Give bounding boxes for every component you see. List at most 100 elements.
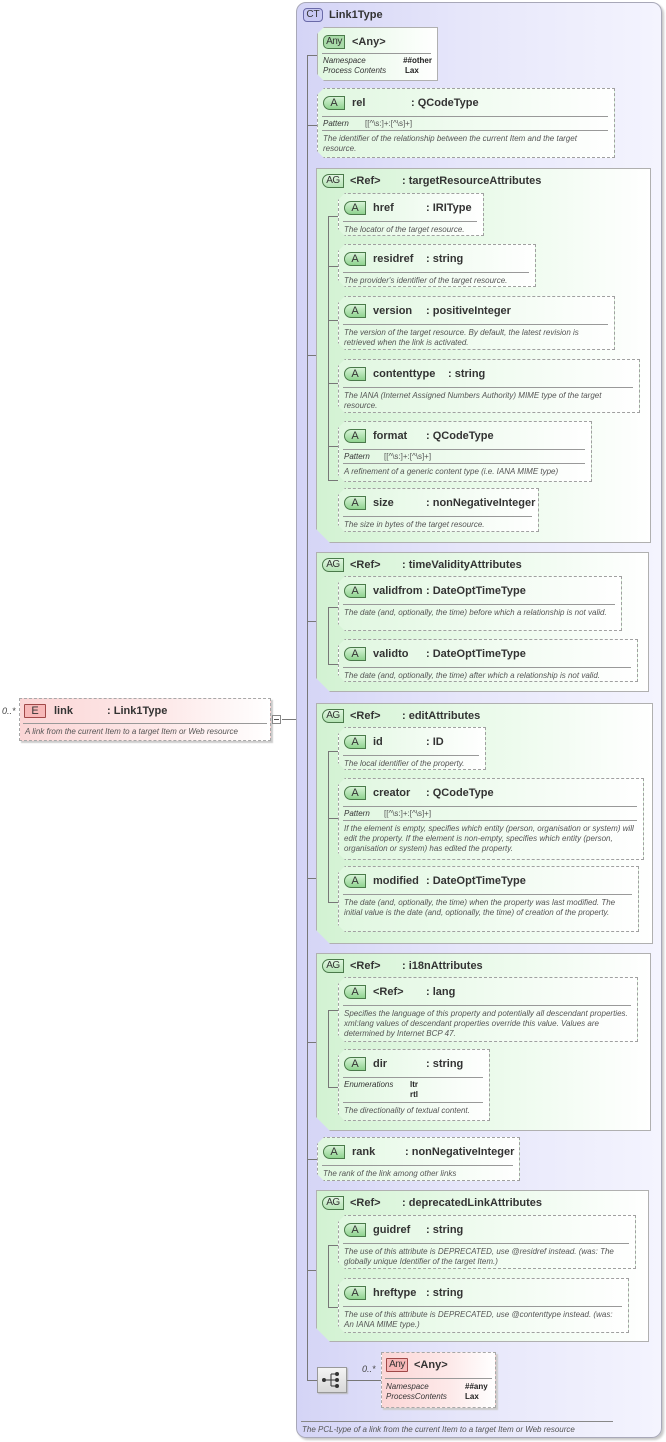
group-name: : timeValidityAttributes (402, 559, 522, 571)
sequence-compositor-icon[interactable] (317, 1367, 347, 1393)
attribute-group-badge-icon: AG (322, 558, 344, 572)
attribute-type: : string (426, 1058, 464, 1070)
element-documentation: A link from the current Item to a target… (25, 727, 238, 736)
attribute-name: id (373, 736, 383, 748)
connector-line (307, 55, 308, 1380)
any-attribute[interactable]: Any <Any> Namespace##other Process Conte… (317, 27, 438, 81)
element-badge-icon: E (24, 704, 46, 718)
attribute-badge-icon: A (323, 96, 345, 110)
any-badge-icon: Any (386, 1358, 408, 1372)
attribute-type: : string (448, 368, 486, 380)
divider (343, 820, 637, 821)
attribute-type: : IRIType (426, 202, 472, 214)
attribute-documentation: The local identifier of the property. (344, 759, 465, 768)
attribute-name: dir (373, 1058, 388, 1070)
attribute-badge-icon: A (323, 1145, 345, 1159)
attribute-rel[interactable]: A rel : QCodeType Pattern[[^\s:]+:[^\s]+… (317, 88, 615, 158)
pattern-label: Pattern (344, 452, 370, 461)
attribute-badge-icon: A (344, 1057, 366, 1071)
attribute-type: : DateOptTimeType (426, 875, 526, 887)
attribute-documentation: The provider's identifier of the target … (344, 276, 508, 285)
attribute-group-badge-icon: AG (322, 709, 344, 723)
attribute-documentation: The version of the target resource. By d… (344, 328, 579, 347)
attribute-name: creator (373, 787, 411, 799)
attribute-documentation: A refinement of a generic content type (… (344, 467, 559, 476)
attribute-documentation: The date (and, optionally, the time) whe… (344, 898, 616, 917)
connector-line (328, 216, 329, 480)
connector-line (328, 751, 329, 902)
process-contents-value: Lax (465, 1392, 479, 1401)
attribute-name: size (373, 497, 394, 509)
attribute-badge-icon: A (344, 584, 366, 598)
divider (343, 755, 479, 756)
attribute-type: : nonNegativeInteger (405, 1146, 515, 1158)
connector-line (328, 664, 338, 665)
divider (343, 324, 608, 325)
process-contents-label: Process Contents (323, 66, 387, 75)
connector-line (307, 1159, 319, 1160)
process-contents-value: Lax (405, 66, 419, 75)
divider (23, 723, 267, 724)
connector-line (328, 607, 338, 608)
divider (385, 1378, 492, 1379)
attribute-type: : nonNegativeInteger (426, 497, 536, 509)
attribute-badge-icon: A (344, 429, 366, 443)
attribute-documentation: The date (and, optionally, the time) bef… (344, 608, 607, 617)
attribute-name: hreftype (373, 1287, 417, 1299)
attribute-group-badge-icon: AG (322, 959, 344, 973)
pattern-label: Pattern (344, 809, 370, 818)
pattern-value: [[^\s:]+:[^\s]+] (365, 119, 413, 128)
connector-line (328, 1307, 338, 1308)
divider (343, 1005, 631, 1006)
attribute-badge-icon: A (344, 735, 366, 749)
connector-line (307, 355, 317, 356)
attribute-lang[interactable]: A<Ref>: lang Specifies the language of t… (338, 977, 638, 1042)
attribute-badge-icon: A (344, 874, 366, 888)
pattern-label: Pattern (323, 119, 349, 128)
divider (343, 463, 585, 464)
attribute-type: : lang (426, 986, 456, 998)
connector-line (328, 1087, 338, 1088)
attribute-documentation: The rank of the link among other links (323, 1169, 457, 1178)
attribute-documentation: The identifier of the relationship betwe… (323, 134, 577, 153)
connector-line (328, 266, 338, 267)
connector-line (328, 383, 338, 384)
divider (343, 1243, 629, 1244)
element-link[interactable]: E link : Link1Type A link from the curre… (19, 698, 271, 741)
any-element[interactable]: Any <Any> Namespace##any ProcessContents… (381, 1352, 496, 1408)
connector-line (328, 1245, 338, 1246)
pattern-value: [[^\s:]+:[^\s]+] (384, 452, 432, 461)
attribute-type: : QCodeType (426, 787, 494, 799)
connector-line (328, 818, 338, 819)
attribute-type: : positiveInteger (426, 305, 511, 317)
divider (343, 1102, 483, 1103)
complex-type-documentation: The PCL-type of a link from the current … (302, 1425, 575, 1434)
namespace-value: ##other (403, 56, 432, 65)
complex-type-badge-icon: CT (303, 8, 323, 22)
attribute-documentation: The directionality of textual content. (344, 1106, 470, 1115)
attribute-type: : QCodeType (411, 97, 479, 109)
connector-line (307, 621, 317, 622)
group-ref: <Ref> (350, 960, 381, 972)
attribute-type: : DateOptTimeType (426, 585, 526, 597)
attribute-badge-icon: A (344, 786, 366, 800)
collapse-toggle-icon[interactable] (272, 715, 281, 724)
attribute-type: : DateOptTimeType (426, 648, 526, 660)
attribute-documentation: Specifies the language of this property … (344, 1009, 628, 1038)
namespace-label: Namespace (386, 1382, 429, 1391)
